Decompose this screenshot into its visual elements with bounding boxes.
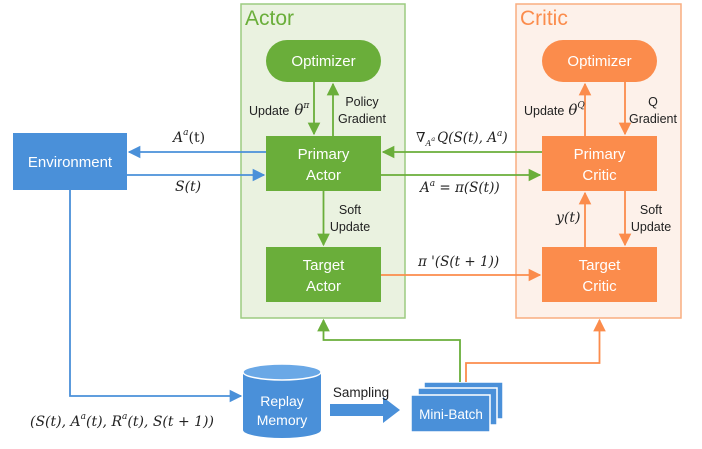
target-critic-label-2: Critic	[582, 278, 617, 295]
minibatch-label: Mini-Batch	[419, 407, 483, 422]
replay-memory-node	[242, 363, 322, 438]
actor-optimizer-node	[266, 40, 381, 82]
replay-memory-label-2: Memory	[257, 412, 308, 428]
critic-q-gradient-label-1: Q	[648, 95, 658, 109]
policy-label: Aa = π(S(t))	[418, 179, 500, 196]
primary-actor-node	[266, 136, 381, 191]
actor-policy-gradient-label-1: Policy	[345, 95, 379, 109]
primary-actor-label-1: Primary	[298, 146, 350, 163]
minibatch-node	[410, 381, 504, 433]
actor-optimizer-label: Optimizer	[291, 53, 355, 70]
minibatch-to-critic-edge	[465, 318, 606, 382]
critic-optimizer-node	[542, 40, 657, 82]
critic-soft-update-label-1: Soft	[640, 203, 663, 217]
environment-to-replay-edge	[69, 190, 243, 403]
critic-optimizer-label: Optimizer	[567, 53, 631, 70]
target-actor-label-2: Actor	[306, 278, 341, 295]
actor-soft-update-label-2: Update	[330, 220, 370, 234]
actor-title: Actor	[245, 7, 294, 30]
target-actor-label-1: Target	[303, 257, 346, 274]
target-critic-node	[542, 247, 657, 302]
action-label: Aa(t)	[171, 128, 205, 146]
primary-critic-node	[542, 136, 657, 191]
critic-soft-update-label-2: Update	[631, 220, 671, 234]
primary-actor-label-2: Actor	[306, 167, 341, 184]
minibatch-to-actor-edge	[317, 318, 461, 382]
state-label: S(t)	[175, 179, 201, 195]
environment-node	[13, 133, 127, 190]
target-actor-node	[266, 247, 381, 302]
primary-critic-label-1: Primary	[574, 146, 626, 163]
critic-q-gradient-label-2: Gradient	[629, 112, 677, 126]
sampling-arrow	[330, 397, 400, 423]
actor-policy-gradient-label-2: Gradient	[338, 112, 386, 126]
replay-memory-label-1: Replay	[260, 393, 304, 409]
actor-soft-update-label-1: Soft	[339, 203, 362, 217]
critic-y-label: y(t)	[555, 210, 580, 226]
primary-critic-label-2: Critic	[582, 167, 617, 184]
target-critic-label-1: Target	[579, 257, 622, 274]
critic-title: Critic	[520, 7, 568, 30]
target-policy-label: π '(S(t + 1))	[417, 254, 499, 270]
replay-tuple-label: (S(t), Aa(t), Ra(t), S(t + 1))	[30, 412, 214, 430]
sampling-label: Sampling	[333, 385, 389, 400]
environment-label: Environment	[28, 154, 113, 171]
